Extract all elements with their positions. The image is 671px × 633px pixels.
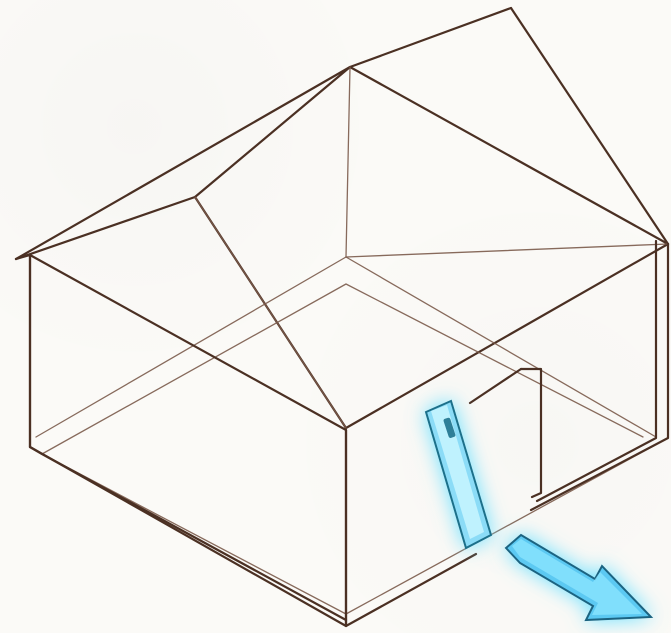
arrow-top-face: [512, 539, 642, 615]
doorway-right-jamb: [521, 369, 541, 497]
exit-arrow-icon: [506, 535, 651, 620]
roof-inner-back: [346, 67, 668, 257]
house-back-wall-right: [346, 257, 656, 437]
wall-thickness-left: [16, 255, 30, 447]
wall-thickness-right: [537, 241, 656, 501]
roof-ridge: [195, 8, 511, 197]
wall-thickness-bottom-left: [30, 447, 346, 620]
doorway-left-jamb: [470, 369, 521, 403]
open-door-icon: [426, 401, 491, 548]
roof-inner-left: [195, 197, 346, 428]
wireframe-house: [16, 8, 668, 626]
